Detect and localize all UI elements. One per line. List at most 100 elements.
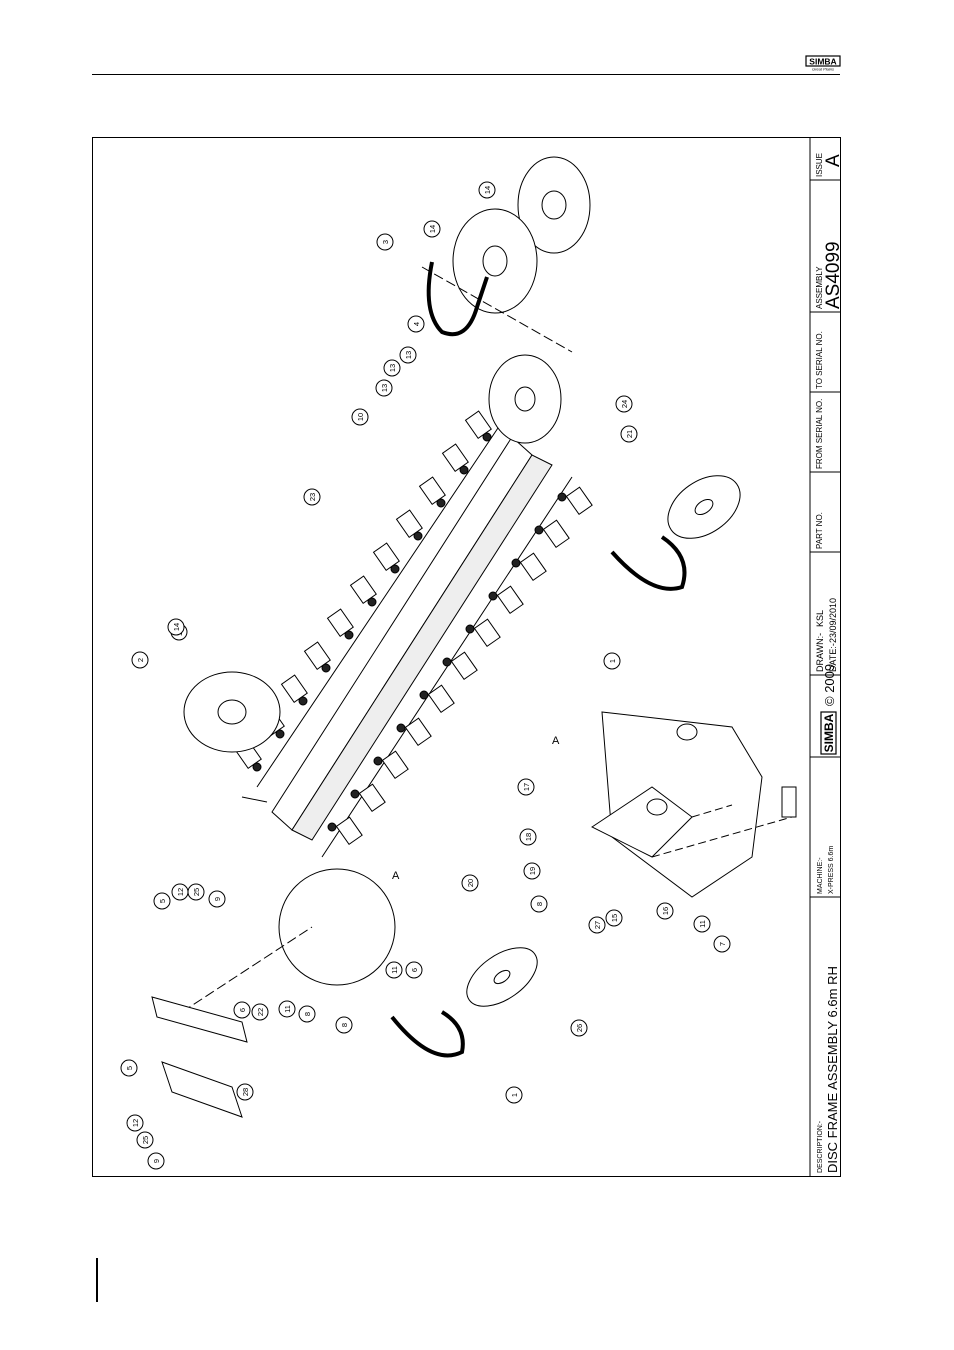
balloon-25: 25 (136, 1131, 154, 1149)
balloon-circle (605, 909, 623, 927)
bolt-nut (511, 558, 521, 568)
balloon-10: 10 (351, 408, 369, 426)
bracket (473, 618, 501, 648)
bolt-nut (459, 465, 469, 475)
from-serial-label: FROM SERIAL NO. (815, 399, 824, 469)
bolt-nut (419, 690, 429, 700)
copyright-brand: SIMBA (822, 713, 836, 752)
bolt-nut (298, 696, 308, 706)
axis-line-1 (181, 926, 313, 1013)
date-label: DATE:- (828, 643, 838, 672)
logo-subtext: Great Plains (812, 67, 834, 72)
balloon-11: 11 (385, 961, 403, 979)
axis-line-2 (421, 266, 573, 353)
balloon-16: 16 (656, 902, 674, 920)
balloon-5: 5 (153, 892, 171, 910)
bolt-nut (373, 756, 383, 766)
bracket (450, 651, 478, 681)
disc-mid-right (488, 354, 562, 444)
balloon-circle (478, 181, 496, 199)
balloon-circle (147, 1152, 165, 1170)
balloon-3: 3 (376, 233, 394, 251)
balloon-22: 22 (251, 1003, 269, 1021)
balloon-label: 8 (535, 902, 544, 906)
balloon-circle (505, 1086, 523, 1104)
balloon-circle (693, 915, 711, 933)
bolt-nut (465, 624, 475, 634)
balloon-circle (278, 1000, 296, 1018)
balloon-label: 16 (661, 907, 670, 915)
bolt-nut (327, 822, 337, 832)
balloon-circle (153, 892, 171, 910)
drawing-art (151, 156, 797, 1118)
balloon-circle (603, 652, 621, 670)
balloon-label: 13 (380, 384, 389, 392)
balloon-label: 20 (466, 879, 475, 887)
balloon-circle (517, 778, 535, 796)
balloon-circle (171, 883, 189, 901)
bracket (381, 750, 409, 780)
balloon-label: 6 (410, 968, 419, 972)
balloon-circle (570, 1019, 588, 1037)
balloon-circle (385, 961, 403, 979)
balloon-circle (167, 618, 185, 636)
balloon-6: 6 (233, 1001, 251, 1019)
bolt-nut (442, 657, 452, 667)
balloon-25: 25 (187, 883, 205, 901)
balloon-label: 10 (356, 413, 365, 421)
bolt-nut (482, 432, 492, 442)
balloon-circle (615, 395, 633, 413)
machine-label: MACHINE:- (817, 857, 824, 894)
bracket (519, 552, 547, 582)
disc-arm-1-right (610, 535, 687, 591)
to-serial-label: TO SERIAL NO. (815, 331, 824, 389)
balloon-2: 2 (131, 651, 149, 669)
bracket (427, 684, 455, 714)
upper-bracket-row (234, 410, 492, 772)
balloon-14: 14 (423, 220, 441, 238)
balloon-circle (423, 220, 441, 238)
balloon-circle (375, 379, 393, 397)
machine-value: X-PRESS 6.6m (828, 846, 835, 894)
balloon-label: 14 (172, 623, 181, 631)
bracket (335, 816, 363, 846)
bolt-nut (350, 789, 360, 799)
balloon-label: 6 (238, 1008, 247, 1012)
drawing-border (92, 137, 841, 1177)
link-28 (161, 1061, 243, 1118)
balloon-label: 23 (308, 493, 317, 501)
balloon-label: 28 (241, 1088, 250, 1096)
bolt-nut (367, 597, 377, 607)
balloon-18: 18 (519, 828, 537, 846)
balloon-label: 15 (610, 914, 619, 922)
balloon-label: 2 (136, 658, 145, 662)
balloon-14: 14 (167, 618, 185, 636)
balloon-label: 12 (131, 1119, 140, 1127)
footer-bar (96, 1258, 98, 1302)
balloon-27: 27 (588, 916, 606, 934)
drawn-value: KSL (815, 610, 825, 627)
balloon-label: 22 (256, 1008, 265, 1016)
logo-text: SIMBA (809, 57, 836, 67)
balloon-label: 1 (608, 659, 617, 663)
balloon-6: 6 (405, 961, 423, 979)
balloon-13: 13 (383, 359, 401, 377)
balloon-label: 8 (303, 1012, 312, 1016)
balloon-circle (208, 890, 226, 908)
balloon-circle (405, 961, 423, 979)
balloon-circle (136, 1131, 154, 1149)
balloon-label: 17 (522, 783, 531, 791)
balloon-8: 8 (335, 1016, 353, 1034)
balloon-label: 9 (213, 897, 222, 901)
balloon-13: 13 (375, 379, 393, 397)
title-block: DESCRIPTION:- DISC FRAME ASSEMBLY 6.6m R… (809, 137, 841, 1177)
disc-bottom-right (667, 475, 741, 539)
description-label: DESCRIPTION:- (817, 1120, 824, 1173)
balloon-1: 1 (603, 652, 621, 670)
disc-top-right-2 (452, 208, 538, 314)
assembly-value: AS4099 (823, 241, 841, 309)
bracket (404, 717, 432, 747)
balloon-circle (120, 1059, 138, 1077)
balloon-28: 28 (236, 1083, 254, 1101)
header-rule (92, 74, 840, 75)
